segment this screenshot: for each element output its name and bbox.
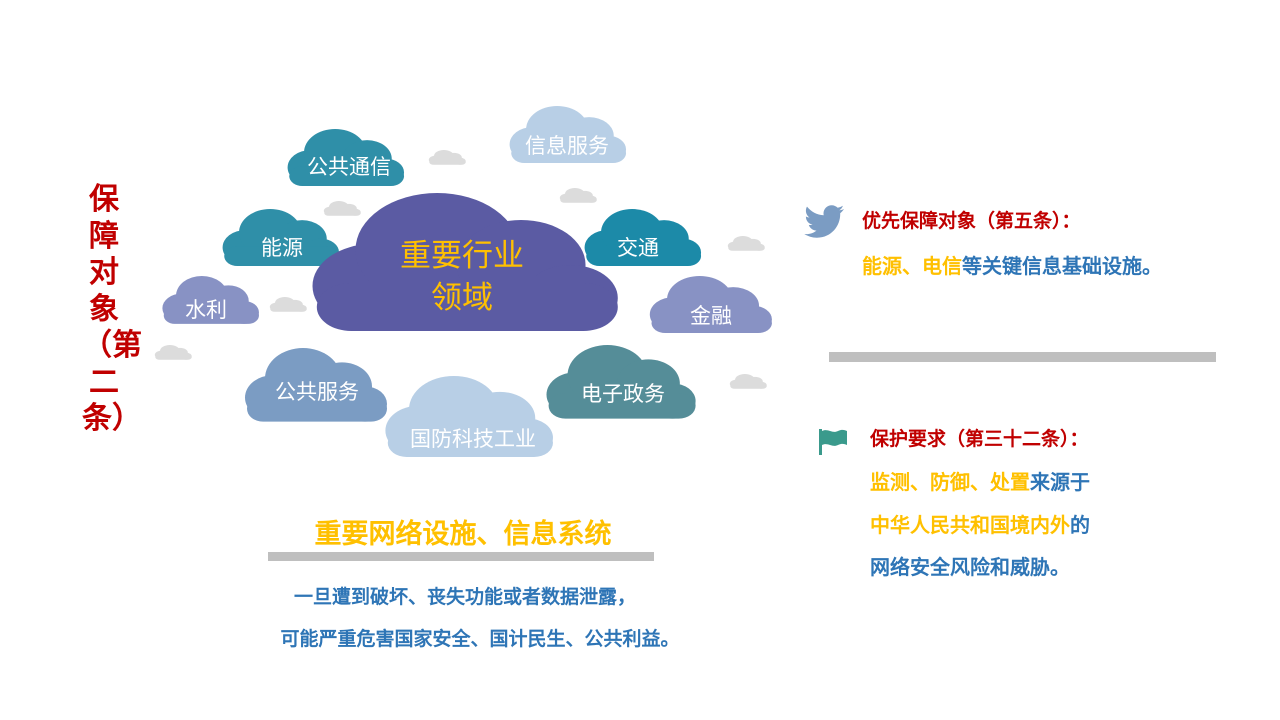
protection-line1: 监测、防御、处置来源于 [870,466,1090,495]
label-info-service: 信息服务 [525,134,609,158]
network-desc-line2: 可能严重危害国家安全、国计民生、公共利益。 [280,628,680,650]
protection-line2-rest: 的 [1070,513,1090,537]
label-egov: 电子政务 [581,382,665,406]
priority-rest: 等关键信息基础设施。 [962,254,1162,278]
label-transport: 交通 [617,236,659,260]
network-divider [268,552,654,561]
label-finance: 金融 [690,304,732,328]
network-title: 重要网络设施、信息系统 [314,519,612,550]
network-desc-line1: 一旦遭到破坏、丧失功能或者数据泄露， [293,586,636,608]
center-label-line1: 重要行业 [400,238,524,274]
label-public-comm: 公共通信 [307,155,391,179]
protection-line1-highlight: 监测、防御、处置 [870,470,1030,494]
priority-body: 能源、电信等关键信息基础设施。 [862,250,1162,279]
label-water: 水利 [185,298,227,322]
protection-heading: 保护要求（第三十二条）： [870,428,1089,450]
protection-line1-rest: 来源于 [1030,470,1090,494]
right-divider [829,352,1216,362]
flag-icon [819,429,847,455]
priority-highlight: 能源、电信 [862,254,962,278]
bird-icon [804,205,844,238]
center-cloud-label: 重要行业 领域 [372,235,552,319]
label-defense: 国防科技工业 [410,427,536,451]
label-energy: 能源 [261,236,303,260]
protection-line2-highlight: 中华人民共和国境内外 [870,513,1070,537]
side-title: 保障对象（第二条） [82,182,142,436]
protection-line3: 网络安全风险和威胁。 [870,555,1070,579]
priority-heading: 优先保障对象（第五条）： [862,210,1081,232]
protection-line2: 中华人民共和国境内外的 [870,509,1090,538]
center-label-line2: 领域 [431,280,493,316]
label-public-service: 公共服务 [275,380,359,404]
